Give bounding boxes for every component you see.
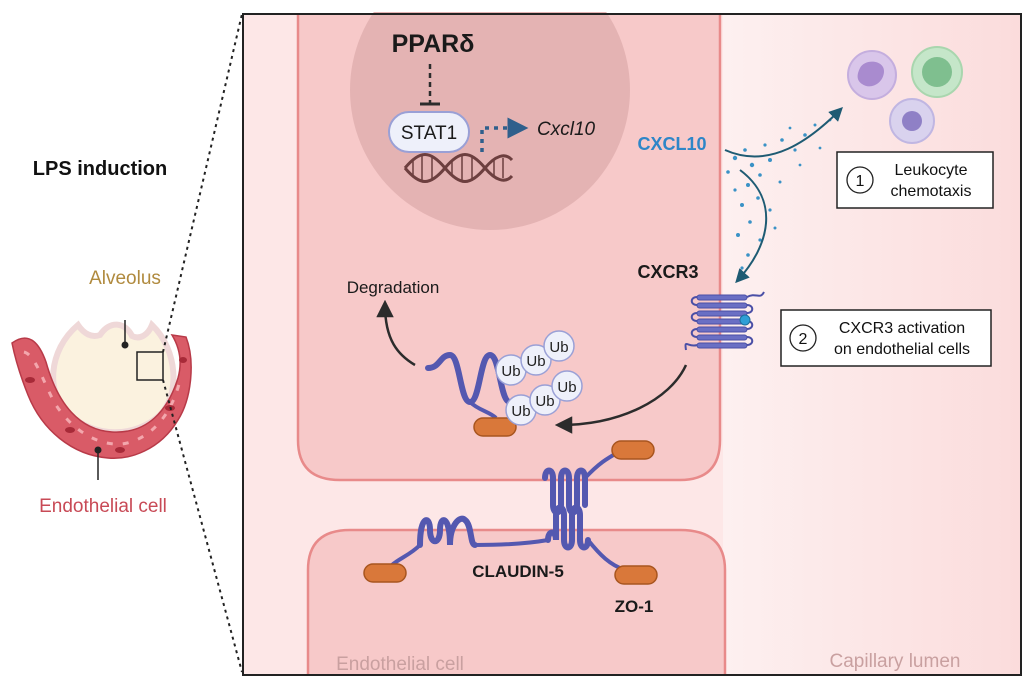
stat1-label: STAT1 bbox=[401, 123, 457, 144]
ubiquitin-chain: Ub Ub Ub Ub Ub Ub bbox=[495, 330, 583, 426]
bound-cxcl10 bbox=[739, 314, 751, 326]
ppard-label: PPARδ bbox=[392, 30, 475, 58]
capillary-vessel-shape bbox=[11, 334, 192, 459]
ub-label: Ub bbox=[557, 379, 576, 396]
ub-label: Ub bbox=[501, 363, 520, 380]
claudin5-lower-left bbox=[417, 515, 478, 548]
nucleus bbox=[350, 0, 630, 230]
lps-induction-title: LPS induction bbox=[33, 158, 167, 180]
cxcr3-to-claudin-arrow bbox=[554, 364, 688, 434]
ub-label: Ub bbox=[535, 393, 554, 410]
step-1-number: 1 bbox=[856, 173, 865, 190]
ub-label: Ub bbox=[549, 339, 568, 356]
lymphocyte-nucleus bbox=[922, 57, 952, 87]
cxcl10-gene-label: Cxcl10 bbox=[537, 119, 596, 140]
endothelial-pointer-dot bbox=[94, 446, 102, 454]
dna-helix bbox=[403, 153, 514, 183]
red-blood-cell bbox=[115, 447, 125, 453]
endothelial-cell-label-left: Endothelial cell bbox=[39, 496, 167, 517]
frame-mask-top bbox=[243, 0, 1024, 12]
claudin5-lower-right bbox=[545, 504, 591, 551]
neutrophil-nucleus bbox=[902, 111, 922, 131]
step-1-line1: Leukocyte bbox=[895, 162, 968, 179]
stat1-protein bbox=[388, 111, 470, 153]
zo1-internalized bbox=[473, 417, 517, 437]
red-blood-cell bbox=[179, 357, 187, 363]
step-2-circle bbox=[789, 324, 817, 352]
claudin5-label: CLAUDIN-5 bbox=[472, 562, 564, 581]
cxcr3-label: CXCR3 bbox=[637, 262, 698, 282]
red-blood-cell bbox=[25, 377, 35, 383]
cxcl10-protein-label: CXCL10 bbox=[637, 134, 706, 154]
leukocyte-cells bbox=[847, 46, 963, 144]
endothelial-cell-region-label: Endothelial cell bbox=[336, 654, 464, 675]
step-1-box: 1 Leukocyte chemotaxis bbox=[836, 151, 994, 209]
step-2-line2: on endothelial cells bbox=[834, 341, 970, 358]
zo1-upper bbox=[611, 440, 655, 460]
step-2-line1: CXCR3 activation bbox=[839, 320, 965, 337]
red-blood-cell bbox=[65, 427, 75, 433]
zo1-lower-right bbox=[614, 565, 658, 585]
step-1-circle bbox=[846, 166, 874, 194]
capillary-lumen-label: Capillary lumen bbox=[830, 651, 961, 672]
alveolus-label: Alveolus bbox=[89, 268, 161, 289]
step-2-number: 2 bbox=[799, 331, 808, 348]
step-1-line2: chemotaxis bbox=[891, 183, 972, 200]
alveolus-pointer-dot bbox=[121, 341, 129, 349]
zoom-line-top bbox=[162, 13, 243, 353]
claudin5-lower-link bbox=[473, 538, 550, 547]
ub-label: Ub bbox=[511, 403, 530, 420]
monocyte-nucleus bbox=[857, 61, 885, 87]
claudin5-upper bbox=[542, 467, 588, 516]
step-2-box: 2 CXCR3 activation on endothelial cells bbox=[780, 309, 992, 367]
zo1-lower-left bbox=[363, 563, 407, 583]
receptor-binding-arrow bbox=[735, 169, 767, 284]
chemotaxis-arrow bbox=[724, 107, 843, 158]
degradation-label: Degradation bbox=[347, 278, 440, 297]
main-panel: PPARδ STAT1 Cxcl10 CXCL10 bbox=[242, 0, 1024, 676]
zoom-box bbox=[136, 351, 164, 381]
zoom-line-bottom bbox=[162, 379, 243, 673]
zo1-label: ZO-1 bbox=[615, 597, 654, 616]
ub-label: Ub bbox=[526, 353, 545, 370]
cxcr3-receptor bbox=[684, 291, 765, 351]
left-panel: LPS induction Alveolus Endothelial cell bbox=[11, 13, 243, 673]
degradation-arrow bbox=[376, 299, 416, 367]
